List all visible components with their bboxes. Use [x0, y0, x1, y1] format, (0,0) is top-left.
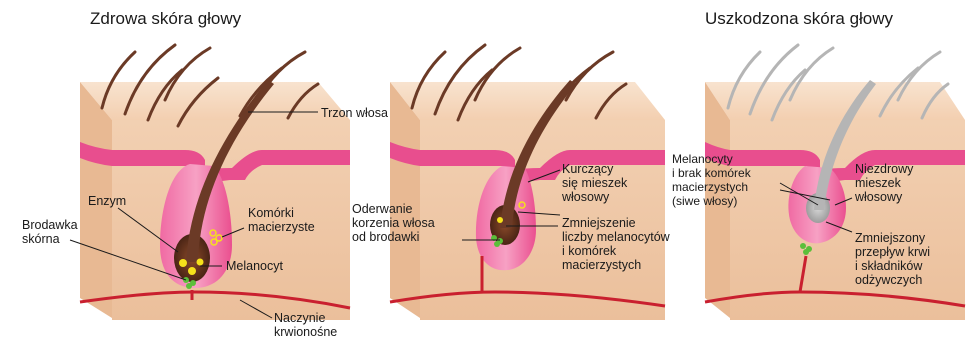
- papilla-dot: [803, 249, 809, 255]
- skin-block-front: [390, 82, 420, 318]
- label-unhealthy-follicle: Niezdrowy mieszek włosowy: [855, 162, 913, 204]
- melanocyte-dot: [179, 259, 187, 267]
- skin-top-surface: [390, 82, 665, 120]
- label-hair-shaft: Trzon włosa: [321, 106, 388, 120]
- label-stem-cells: Komórki macierzyste: [248, 206, 315, 234]
- label-root-detachment: Oderwanie korzenia włosa od brodawki: [352, 202, 435, 244]
- skin-top-surface: [705, 82, 965, 120]
- melanocyte-dot: [197, 259, 204, 266]
- papilla-dot: [494, 241, 500, 247]
- label-shrinking-follicle: Kurczący się mieszek włosowy: [562, 162, 627, 204]
- label-enzyme: Enzym: [88, 194, 126, 208]
- panel-healthy: [70, 45, 350, 320]
- melanocyte-dot: [188, 267, 196, 275]
- melanocyte-dot: [497, 217, 503, 223]
- label-dermal-papilla: Brodawka skórna: [22, 218, 78, 246]
- skin-top-surface: [80, 82, 350, 120]
- label-melanocyte: Melanocyt: [226, 259, 283, 273]
- label-reduced-flow: Zmniejszony przepływ krwi i składników o…: [855, 231, 930, 287]
- label-melanocytes-missing: Melanocyty i brak komórek macierzystych …: [672, 152, 751, 208]
- label-blood-vessel: Naczynie krwionośne: [274, 311, 337, 339]
- label-fewer-cells: Zmniejszenie liczby melanocytów i komóre…: [562, 216, 670, 272]
- papilla-dot: [186, 283, 192, 289]
- papilla-dot: [800, 243, 806, 249]
